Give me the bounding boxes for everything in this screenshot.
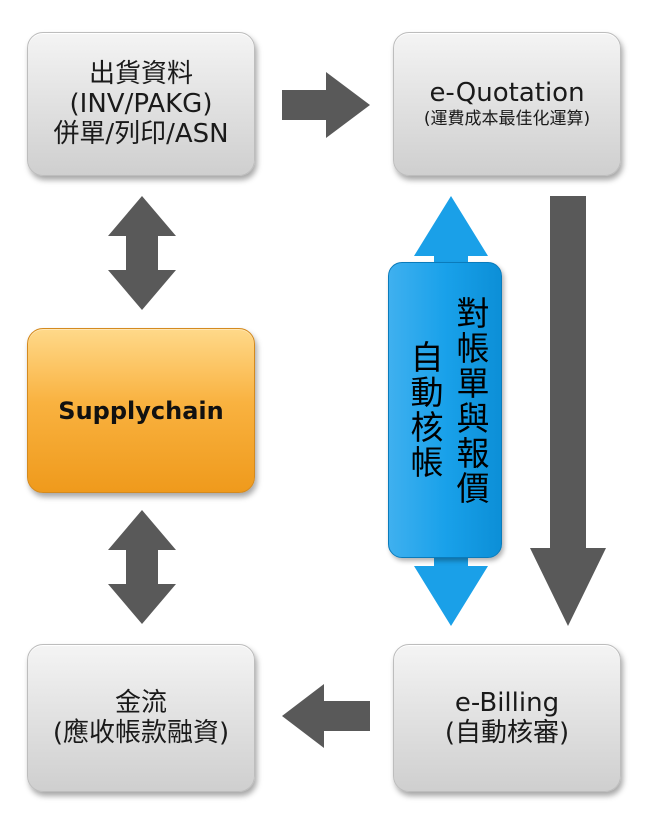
billing-line-1: e-Billing [454,688,560,718]
finance-line-2: (應收帳款融資) [52,718,230,748]
shipping-line-2: (INV/PAKG) [69,89,213,119]
up-down-arrow-icon [108,510,176,624]
up-down-arrow-icon [108,196,176,310]
down-arrow-icon [530,196,606,626]
shipping-line-3: 併單/列印/ASN [53,119,229,149]
shipping-line-1: 出貨資料 [88,59,193,89]
right-arrow-icon [282,72,370,138]
shipping-data-node: 出貨資料 (INV/PAKG) 併單/列印/ASN [27,32,255,176]
e-quotation-node: e-Quotation (運費成本最佳化運算) [393,32,621,176]
finance-node: 金流 (應收帳款融資) [27,644,255,792]
e-billing-node: e-Billing (自動核審) [393,644,621,792]
supplychain-node: Supplychain [27,328,255,493]
reconciliation-panel [388,262,502,558]
reconcile-column-right: 對帳單與報價 [451,296,490,506]
finance-line-1: 金流 [114,688,167,718]
left-arrow-icon [282,684,370,748]
quotation-title: e-Quotation [429,78,585,108]
reconcile-column-left: 自動核帳 [405,340,444,480]
quotation-subtitle: (運費成本最佳化運算) [423,109,591,129]
billing-line-2: (自動核審) [444,718,570,748]
supplychain-label: Supplychain [58,396,224,425]
